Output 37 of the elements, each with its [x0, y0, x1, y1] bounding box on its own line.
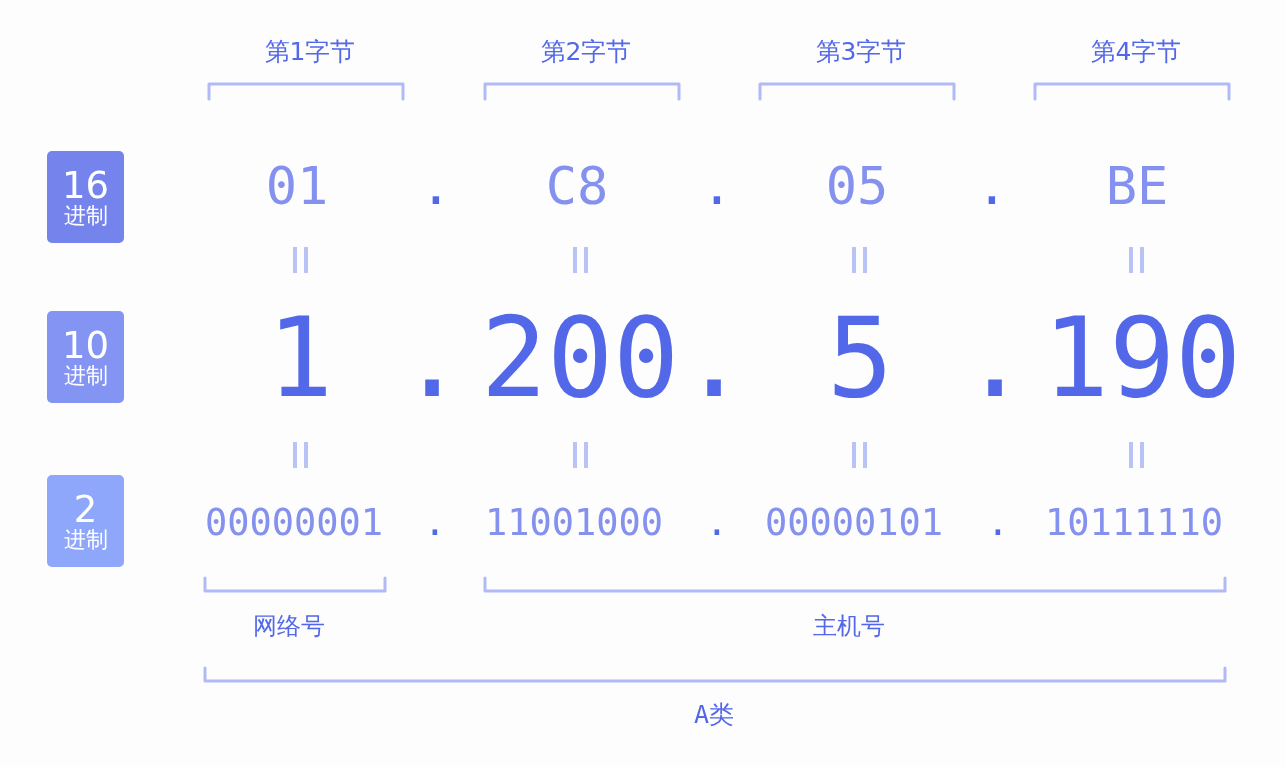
binary-value: 10111110: [1044, 503, 1224, 541]
number-base-badge: [47, 311, 124, 403]
base-unit-label: 进制: [63, 203, 108, 228]
hex-value: 01: [265, 160, 329, 212]
dot-separator: .: [961, 303, 1029, 413]
address-part-label: 网络号: [253, 614, 325, 638]
dot-separator: .: [986, 503, 1010, 541]
hex-value: BE: [1105, 160, 1169, 212]
base-unit-label: 进制: [63, 527, 108, 552]
byte-heading: 第1字节: [264, 38, 356, 64]
dot-separator: .: [976, 160, 1008, 212]
base-number: 16: [61, 166, 110, 204]
hex-value: 05: [825, 160, 889, 212]
decimal-value: 5: [826, 303, 894, 413]
dot-separator: .: [423, 503, 447, 541]
binary-value: 00000101: [764, 503, 944, 541]
binary-value: 00000001: [204, 503, 384, 541]
decimal-value: 200: [480, 303, 680, 413]
base-number: 2: [73, 490, 98, 528]
dot-separator: .: [705, 503, 729, 541]
dot-separator: .: [420, 160, 452, 212]
binary-value: 11001000: [484, 503, 664, 541]
dot-separator: .: [398, 303, 466, 413]
decimal-value: 190: [1042, 303, 1242, 413]
decimal-value: 1: [266, 303, 334, 413]
number-base-badge: [47, 475, 124, 567]
byte-heading: 第2字节: [540, 38, 632, 64]
number-base-badge: [47, 151, 124, 243]
byte-heading: 第3字节: [815, 38, 907, 64]
address-class-label: A类: [693, 701, 735, 727]
dot-separator: .: [701, 160, 733, 212]
hex-value: C8: [545, 160, 609, 212]
dot-separator: .: [680, 303, 748, 413]
base-number: 10: [61, 326, 110, 364]
base-unit-label: 进制: [63, 363, 108, 388]
address-part-label: 主机号: [813, 614, 885, 638]
byte-heading: 第4字节: [1090, 38, 1182, 64]
